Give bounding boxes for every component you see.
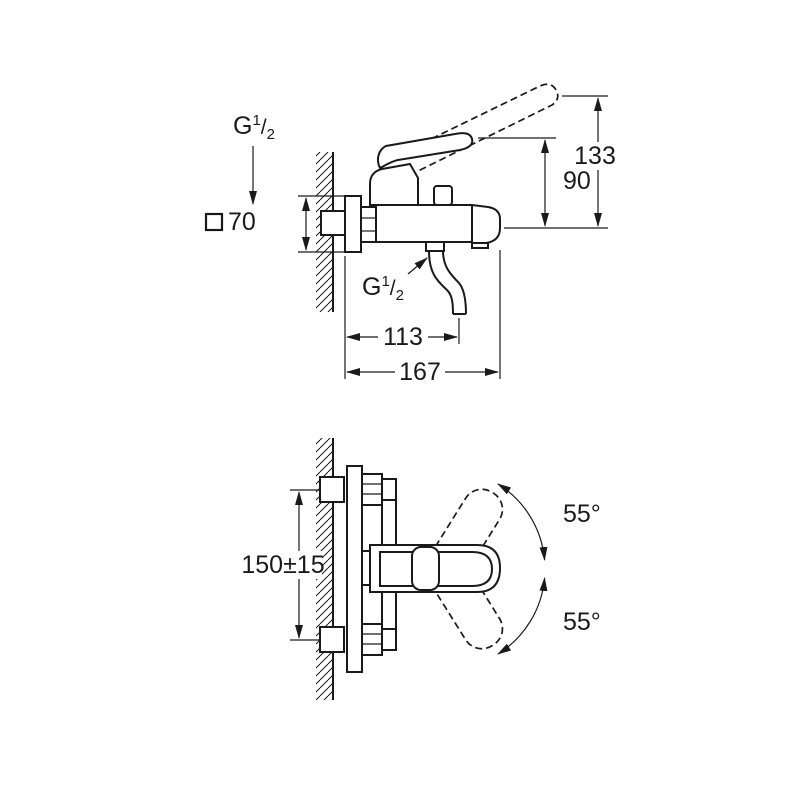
- spout-aerator: [471, 242, 489, 249]
- angle-down-text: 55°: [563, 608, 601, 636]
- square-union-nut-bottom: [319, 626, 345, 653]
- thread-label-hose: G1/2: [362, 273, 404, 304]
- shower-hose-inner: [442, 250, 467, 315]
- thread-hose-leader: [407, 257, 428, 275]
- dim-167-mask: [395, 358, 445, 386]
- cartridge-housing: [369, 162, 419, 206]
- swivel-arc-down: [497, 577, 548, 655]
- mixer-body-side: [375, 204, 473, 243]
- swivel-arc-up: [497, 483, 548, 561]
- angle-up-text: 55°: [563, 500, 601, 528]
- inlet-cylinder-bottom: [381, 628, 397, 651]
- dim-167-text: 167: [399, 358, 441, 386]
- dim-70-text: 70: [228, 208, 256, 236]
- square-union-nut-top: [319, 476, 345, 503]
- spout: [471, 203, 501, 244]
- thread-label-top: G1/2: [233, 112, 275, 143]
- dim-113-mask: [378, 323, 428, 351]
- dim-133-mask: [572, 142, 618, 170]
- inlet-cylinder-top: [381, 478, 397, 501]
- dim-133-text: 133: [574, 142, 616, 170]
- lever-raised-dashed: [391, 83, 559, 173]
- hex-nut-top: [361, 473, 383, 506]
- side-view: G1/2 70 90 133 G1/2 113 167: [204, 83, 618, 386]
- hose-union: [425, 241, 445, 252]
- diverter-knob: [433, 185, 453, 206]
- lever-up-group: [431, 488, 504, 578]
- lever-dashed-up: [431, 488, 504, 578]
- wall-escutcheon: [344, 195, 362, 253]
- lever-handle-side: [377, 132, 474, 170]
- plan-view: 55° 55° 150±15: [241, 438, 601, 700]
- lever-down-group: [431, 560, 504, 650]
- dim-113-text: 113: [383, 323, 423, 351]
- lever-pad: [411, 546, 440, 591]
- lever-dashed-down: [431, 560, 504, 650]
- shower-hose-outer: [428, 250, 454, 315]
- dim-90-text: 90: [563, 167, 591, 195]
- hex-connection-nut: [360, 206, 377, 243]
- dim-150-mask: [244, 551, 322, 579]
- hex-nut-bottom: [361, 623, 383, 656]
- dim-150-text: 150±15: [241, 551, 324, 579]
- square-union-nut: [320, 210, 346, 236]
- square-symbol: [204, 212, 224, 232]
- wall-escutcheon-plan: [346, 465, 363, 673]
